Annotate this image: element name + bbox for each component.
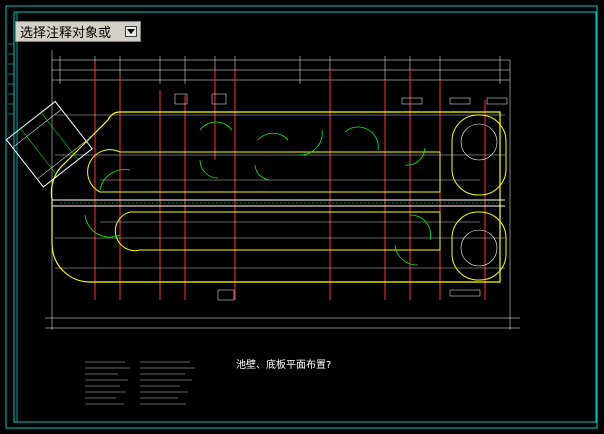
center-wall	[52, 199, 505, 207]
right-end-tanks	[451, 114, 507, 281]
inlet-chamber	[5, 100, 93, 188]
chevron-down-icon	[127, 29, 135, 34]
pool-inner-outline	[87, 149, 441, 193]
inner-frame	[13, 11, 597, 423]
command-prompt-text: 选择注释对象或	[20, 26, 112, 41]
sheet-border	[5, 5, 598, 429]
pool-lower-channel	[114, 211, 441, 252]
pool-outline	[50, 111, 501, 283]
axis-lines	[94, 62, 486, 300]
grid-lines	[55, 114, 505, 269]
binding-ticks	[8, 43, 14, 115]
baffle-arcs	[84, 121, 431, 266]
callout-boxes	[174, 93, 508, 301]
general-notes	[85, 361, 195, 405]
prompt-dropdown-button[interactable]	[125, 26, 137, 37]
drawing-title: 池壁、底板平面布置?	[236, 360, 332, 371]
command-prompt-box[interactable]: 选择注释对象或	[15, 21, 141, 42]
top-dimensions	[45, 50, 520, 330]
